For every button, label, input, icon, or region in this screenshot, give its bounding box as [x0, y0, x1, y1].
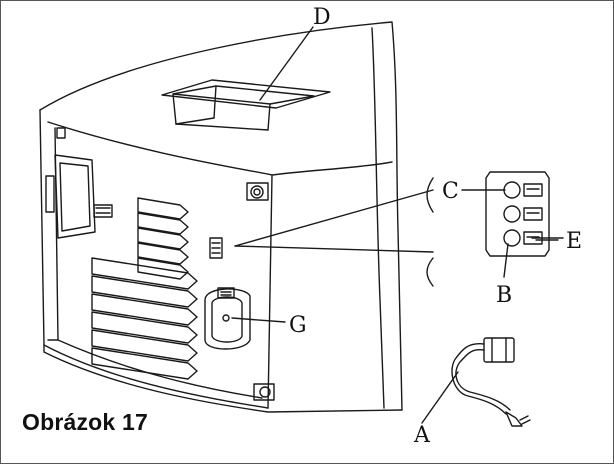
figure-caption: Obrázok 17 — [22, 409, 148, 435]
label-g: G — [289, 313, 307, 338]
power-socket — [204, 287, 251, 350]
connector-panel — [485, 171, 550, 257]
zoom-bracket — [234, 177, 434, 287]
leader-lines — [231, 26, 564, 424]
upper-vents — [137, 197, 189, 280]
label-e: E — [566, 229, 582, 254]
side-door — [45, 127, 113, 239]
label-c: C — [442, 179, 459, 204]
lower-vents — [91, 257, 198, 380]
top-opening — [161, 79, 331, 131]
label-a: A — [413, 423, 431, 448]
switch-block — [209, 237, 223, 259]
housing-outline — [39, 21, 403, 413]
label-d: D — [313, 5, 331, 30]
screws — [246, 182, 275, 401]
power-cord — [451, 337, 531, 427]
label-b: B — [496, 283, 512, 308]
